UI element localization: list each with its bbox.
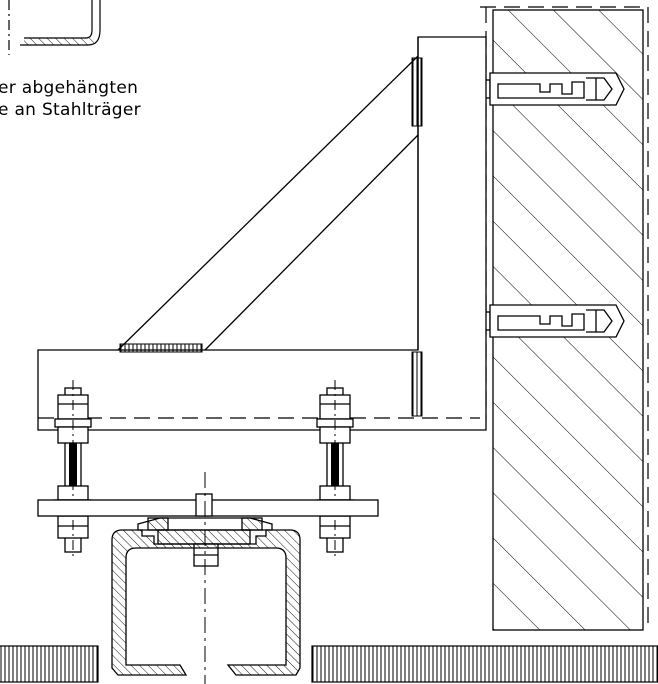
expansion-anchor-top [467,72,625,106]
floor-grating [0,645,658,683]
detail-fragment-top-left [8,0,101,55]
annotation-text: er abgehängten e an Stahlträger [0,78,141,120]
clamp-assembly [137,493,273,567]
diagonal-brace [117,55,419,351]
annotation-line-2: e an Stahlträger [0,100,141,120]
threaded-rod-left [54,380,92,560]
threaded-rod-right [316,380,354,560]
expansion-anchor-bottom [467,304,625,338]
annotation-line-1: er abgehängten [0,78,138,98]
c-profile-rail [111,529,301,676]
weld-seams [119,57,423,417]
